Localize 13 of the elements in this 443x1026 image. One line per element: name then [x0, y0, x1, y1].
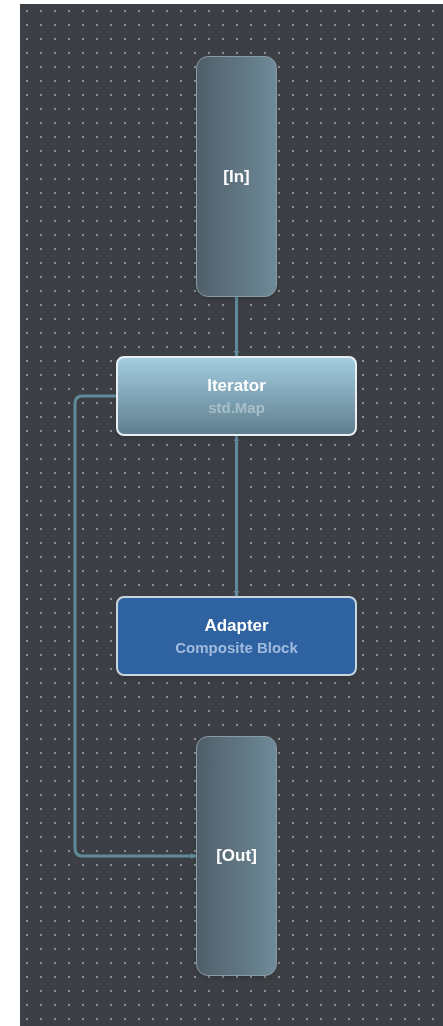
node-title: [Out]	[216, 845, 257, 867]
node-title: [In]	[223, 165, 250, 188]
node-subtitle: std.Map	[208, 398, 265, 418]
connector-arrow	[233, 297, 240, 357]
connector-arrow	[233, 435, 240, 597]
block-box	[116, 356, 357, 436]
block-box	[116, 596, 357, 676]
connector-arrow	[73, 394, 197, 859]
port-box	[196, 736, 277, 976]
node-title: Adapter	[204, 615, 269, 637]
port-box	[196, 56, 277, 297]
node-title: Iterator	[207, 375, 266, 397]
node-subtitle: Composite Block	[175, 638, 298, 658]
